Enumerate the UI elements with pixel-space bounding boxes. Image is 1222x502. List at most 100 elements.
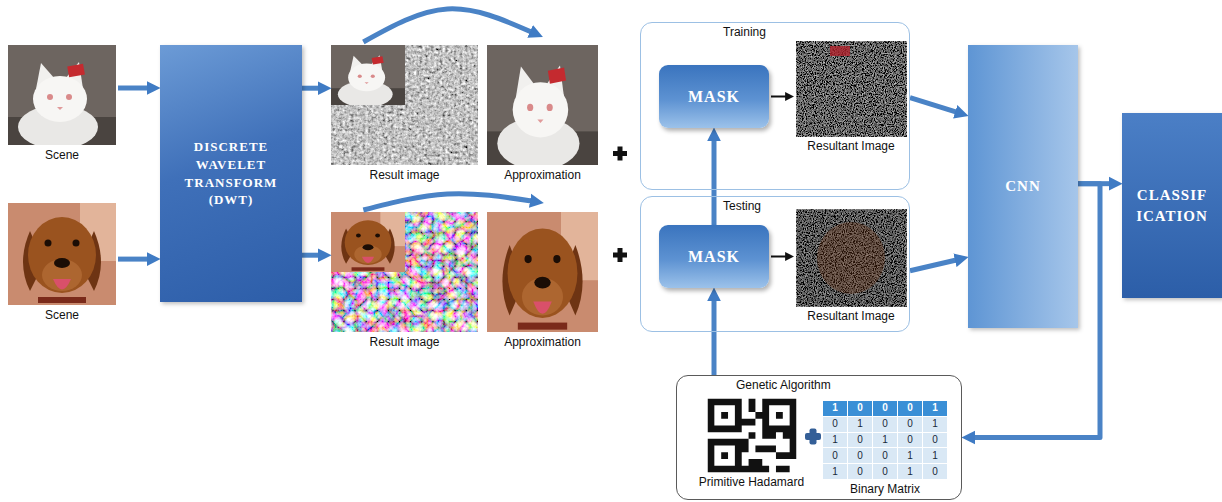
resultant-picture (797, 42, 907, 137)
matrix-cell: 0 (923, 464, 947, 479)
panel-heading: Training (723, 25, 766, 39)
image-caption: Result image (369, 168, 439, 182)
wavelet-result-picture (405, 45, 478, 105)
matrix-cell: 0 (873, 464, 897, 479)
matrix-cell: 0 (873, 401, 897, 416)
scene-image: Scene (8, 45, 116, 145)
wavelet-result-picture (405, 105, 478, 165)
resultant-picture (797, 210, 907, 307)
block-label: CLASSIF ICATION (1130, 185, 1214, 226)
plus-symbol (618, 248, 623, 262)
image-caption: Scene (45, 148, 79, 162)
scene-picture (8, 45, 116, 305)
resultant-image: Resultant Image (796, 41, 906, 136)
testing-panel: TestingMASK Resultant Image (640, 196, 910, 332)
resultant-picture (830, 46, 850, 56)
transform-block: DISCRETE WAVELET TRANSFORM (DWT) (160, 45, 302, 302)
connector-group (118, 9, 1110, 438)
image-caption: Resultant Image (807, 309, 894, 323)
flow-arrow (302, 86, 319, 91)
result-image: Result image (331, 212, 478, 332)
matrix-cell: 1 (898, 448, 922, 463)
flow-arrow (118, 86, 148, 91)
matrix-cell: 1 (823, 401, 847, 416)
approximation-image: Approximation (487, 45, 598, 165)
block-label: MASK (688, 88, 740, 106)
panel-heading: Testing (723, 199, 761, 213)
wavelet-result-picture (331, 272, 405, 332)
resultant-picture (797, 42, 907, 307)
wavelet-result-picture (331, 45, 478, 332)
scene-image: Scene (8, 203, 116, 305)
resultant-picture (797, 210, 907, 307)
wavelet-result-picture (405, 272, 478, 332)
matrix-cell: 0 (873, 448, 897, 463)
plus-symbol (618, 147, 623, 161)
resultant-picture (797, 42, 907, 137)
flow-arrow (363, 194, 531, 210)
resultant-picture (817, 222, 885, 294)
matrix-cell: 1 (823, 433, 847, 448)
approximation-picture (487, 45, 598, 170)
image-caption: Approximation (504, 335, 581, 349)
matrix-cell: 0 (848, 448, 872, 463)
image-caption: Approximation (504, 168, 581, 182)
matrix-cell: 0 (823, 417, 847, 432)
matrix-cell: 0 (873, 417, 897, 432)
flow-arrow (712, 140, 717, 225)
classification-block: CLASSIF ICATION (1122, 113, 1222, 298)
image-caption: Scene (45, 308, 79, 322)
resultant-image: Resultant Image (796, 209, 906, 306)
matrix-cell: 0 (823, 448, 847, 463)
training-panel: TrainingMASK Resultant Image (640, 22, 910, 190)
wavelet-result-picture (331, 105, 405, 165)
scene-picture (8, 45, 116, 149)
hadamard-image: Primitive Hadamard (707, 398, 796, 472)
image-caption: Primitive Hadamard (699, 475, 804, 489)
matrix-cell: 1 (848, 417, 872, 432)
matrix-cell: 0 (848, 401, 872, 416)
approximation-picture (487, 212, 598, 332)
wavelet-result-picture (331, 212, 405, 272)
genetic-algorithm-panel: Genetic AlgorithmPrimitive HadamardBinar… (676, 375, 962, 500)
wavelet-result-picture (405, 212, 478, 272)
matrix-cell: 0 (898, 433, 922, 448)
plus-symbol (805, 429, 821, 445)
flow-arrow (910, 98, 957, 113)
matrix-cell: 0 (898, 417, 922, 432)
image-caption: Result image (369, 335, 439, 349)
matrix-cell: 0 (848, 433, 872, 448)
plus-symbol (810, 429, 817, 445)
approximation-image: Approximation (487, 212, 598, 332)
flow-arrow (712, 300, 717, 375)
matrix-table: 1000101001101000001110010 (823, 401, 947, 479)
matrix-cell: 1 (923, 448, 947, 463)
approximation-picture (487, 45, 598, 332)
matrix-cell: 1 (898, 464, 922, 479)
mask-block: MASK (659, 225, 769, 288)
image-caption: Resultant Image (807, 139, 894, 153)
matrix-cell: 1 (823, 464, 847, 479)
matrix-cell: 0 (898, 401, 922, 416)
hadamard-picture (708, 399, 797, 473)
block-label: DISCRETE WAVELET TRANSFORM (DWT) (168, 138, 294, 208)
cnn-block: CNN (968, 45, 1078, 328)
hadamard-picture (708, 399, 797, 473)
plus-symbol (613, 147, 627, 263)
flow-arrow (910, 260, 956, 271)
matrix-cell: 1 (873, 433, 897, 448)
panel-heading: Genetic Algorithm (736, 378, 831, 392)
image-caption: Binary Matrix (850, 482, 920, 496)
matrix-cell: 1 (923, 401, 947, 416)
mask-block: MASK (659, 65, 769, 128)
flow-arrow-thin (771, 256, 786, 258)
wavelet-result-picture (331, 45, 405, 107)
flow-arrow (118, 257, 148, 262)
matrix-cell: 1 (923, 417, 947, 432)
flow-arrow (363, 9, 531, 42)
scene-picture (8, 203, 116, 305)
block-label: MASK (688, 248, 740, 266)
matrix-cell: 0 (923, 433, 947, 448)
binary-matrix: Binary Matrix1000101001101000001110010 (823, 401, 947, 479)
